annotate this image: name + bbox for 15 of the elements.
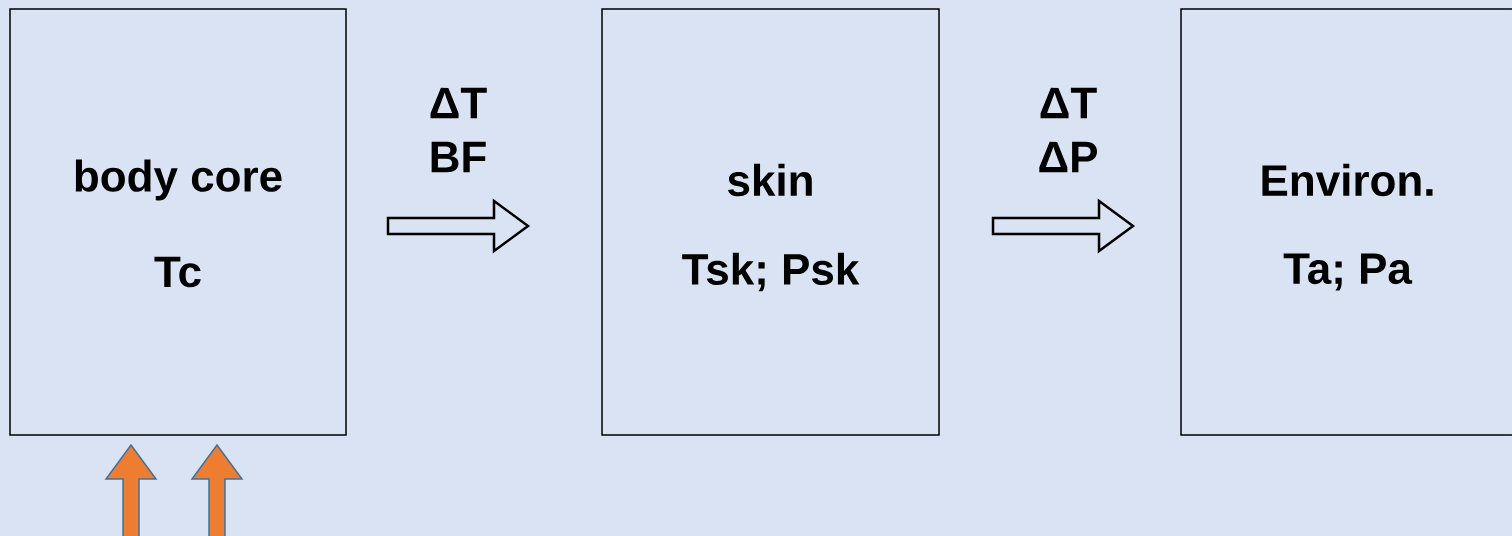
- box-label: Tc: [154, 256, 201, 288]
- edge-label: ΔT ΔP: [1039, 87, 1097, 173]
- box-label: Environ.: [1262, 163, 1433, 197]
- block-arrow: [104, 443, 158, 536]
- block-arrow: [386, 198, 531, 254]
- box-label: body core: [75, 159, 282, 201]
- box-label: skin: [728, 163, 812, 197]
- process-box: [9, 8, 347, 436]
- block-arrow: [991, 198, 1136, 254]
- edge-label: ΔT BF: [430, 87, 487, 173]
- process-box: [1180, 8, 1512, 436]
- box-label: Tsk; Psk: [682, 252, 860, 292]
- process-box: [601, 8, 940, 436]
- box-label: Ta; Pa: [1283, 253, 1413, 291]
- block-arrow: [190, 443, 244, 536]
